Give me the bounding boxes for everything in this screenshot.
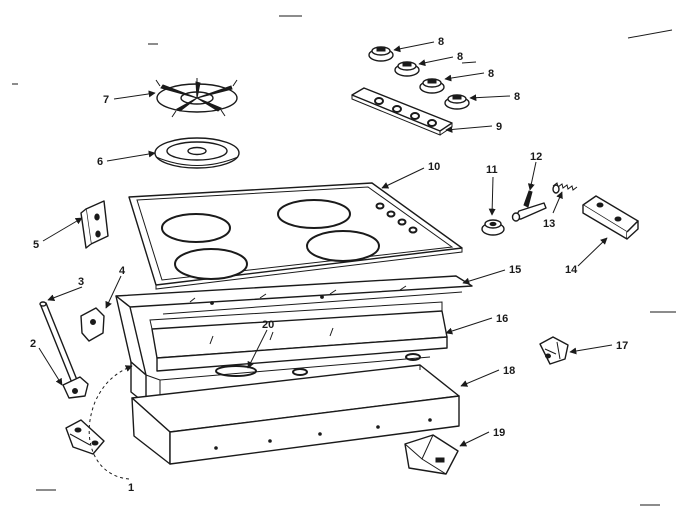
callout-12: 12 <box>530 151 542 163</box>
callout-1: 1 <box>128 482 134 494</box>
part-2-rod-bracket <box>62 376 89 399</box>
callout-labels: 1 2 3 4 5 6 7 8 8 8 8 9 10 11 12 13 14 1… <box>30 36 628 494</box>
callout-17: 17 <box>616 340 628 352</box>
part-5-clip <box>80 200 109 249</box>
part-17-connector <box>539 336 569 365</box>
callout-9: 9 <box>496 121 502 133</box>
callout-8a: 8 <box>438 36 444 48</box>
part-4-bracket <box>80 307 105 342</box>
callout-13: 13 <box>543 218 555 230</box>
callout-8c: 8 <box>488 68 494 80</box>
part-7-burner-grate <box>155 78 238 118</box>
part-14-bracket <box>582 195 639 240</box>
callout-19: 19 <box>493 427 505 439</box>
part-8-knobs <box>368 46 470 110</box>
callout-15: 15 <box>509 264 521 276</box>
part-16-burner-tray <box>149 301 448 401</box>
callout-11: 11 <box>486 164 498 176</box>
part-1-side-bracket <box>65 419 105 455</box>
callout-20: 20 <box>262 319 274 331</box>
part-9-control-panel <box>351 87 453 136</box>
callout-7: 7 <box>103 94 109 106</box>
callout-2: 2 <box>30 338 36 350</box>
leader-lines <box>38 41 613 480</box>
callout-18: 18 <box>503 365 515 377</box>
callout-14: 14 <box>565 264 578 276</box>
knob-2 <box>394 61 420 77</box>
part-18-lower-pan <box>131 364 460 465</box>
callout-16: 16 <box>496 313 508 325</box>
part-19-junction-box <box>404 434 459 475</box>
knob-4 <box>444 94 470 110</box>
part-6-drip-pan <box>154 137 240 169</box>
knob-1 <box>368 46 394 62</box>
scan-marks <box>12 15 676 506</box>
callout-8d: 8 <box>514 91 520 103</box>
callout-4: 4 <box>119 265 126 277</box>
callout-3: 3 <box>78 276 84 288</box>
part-11-igniter <box>481 219 505 236</box>
callout-6: 6 <box>97 156 103 168</box>
part-3-support-rod <box>39 301 78 384</box>
callout-5: 5 <box>33 239 39 251</box>
part-13-spring <box>552 182 578 194</box>
knob-3 <box>419 78 445 94</box>
callout-10: 10 <box>428 161 440 173</box>
part-12-electrode <box>511 190 547 222</box>
callout-8b: 8 <box>457 51 463 63</box>
part-10-cooktop <box>128 182 463 290</box>
